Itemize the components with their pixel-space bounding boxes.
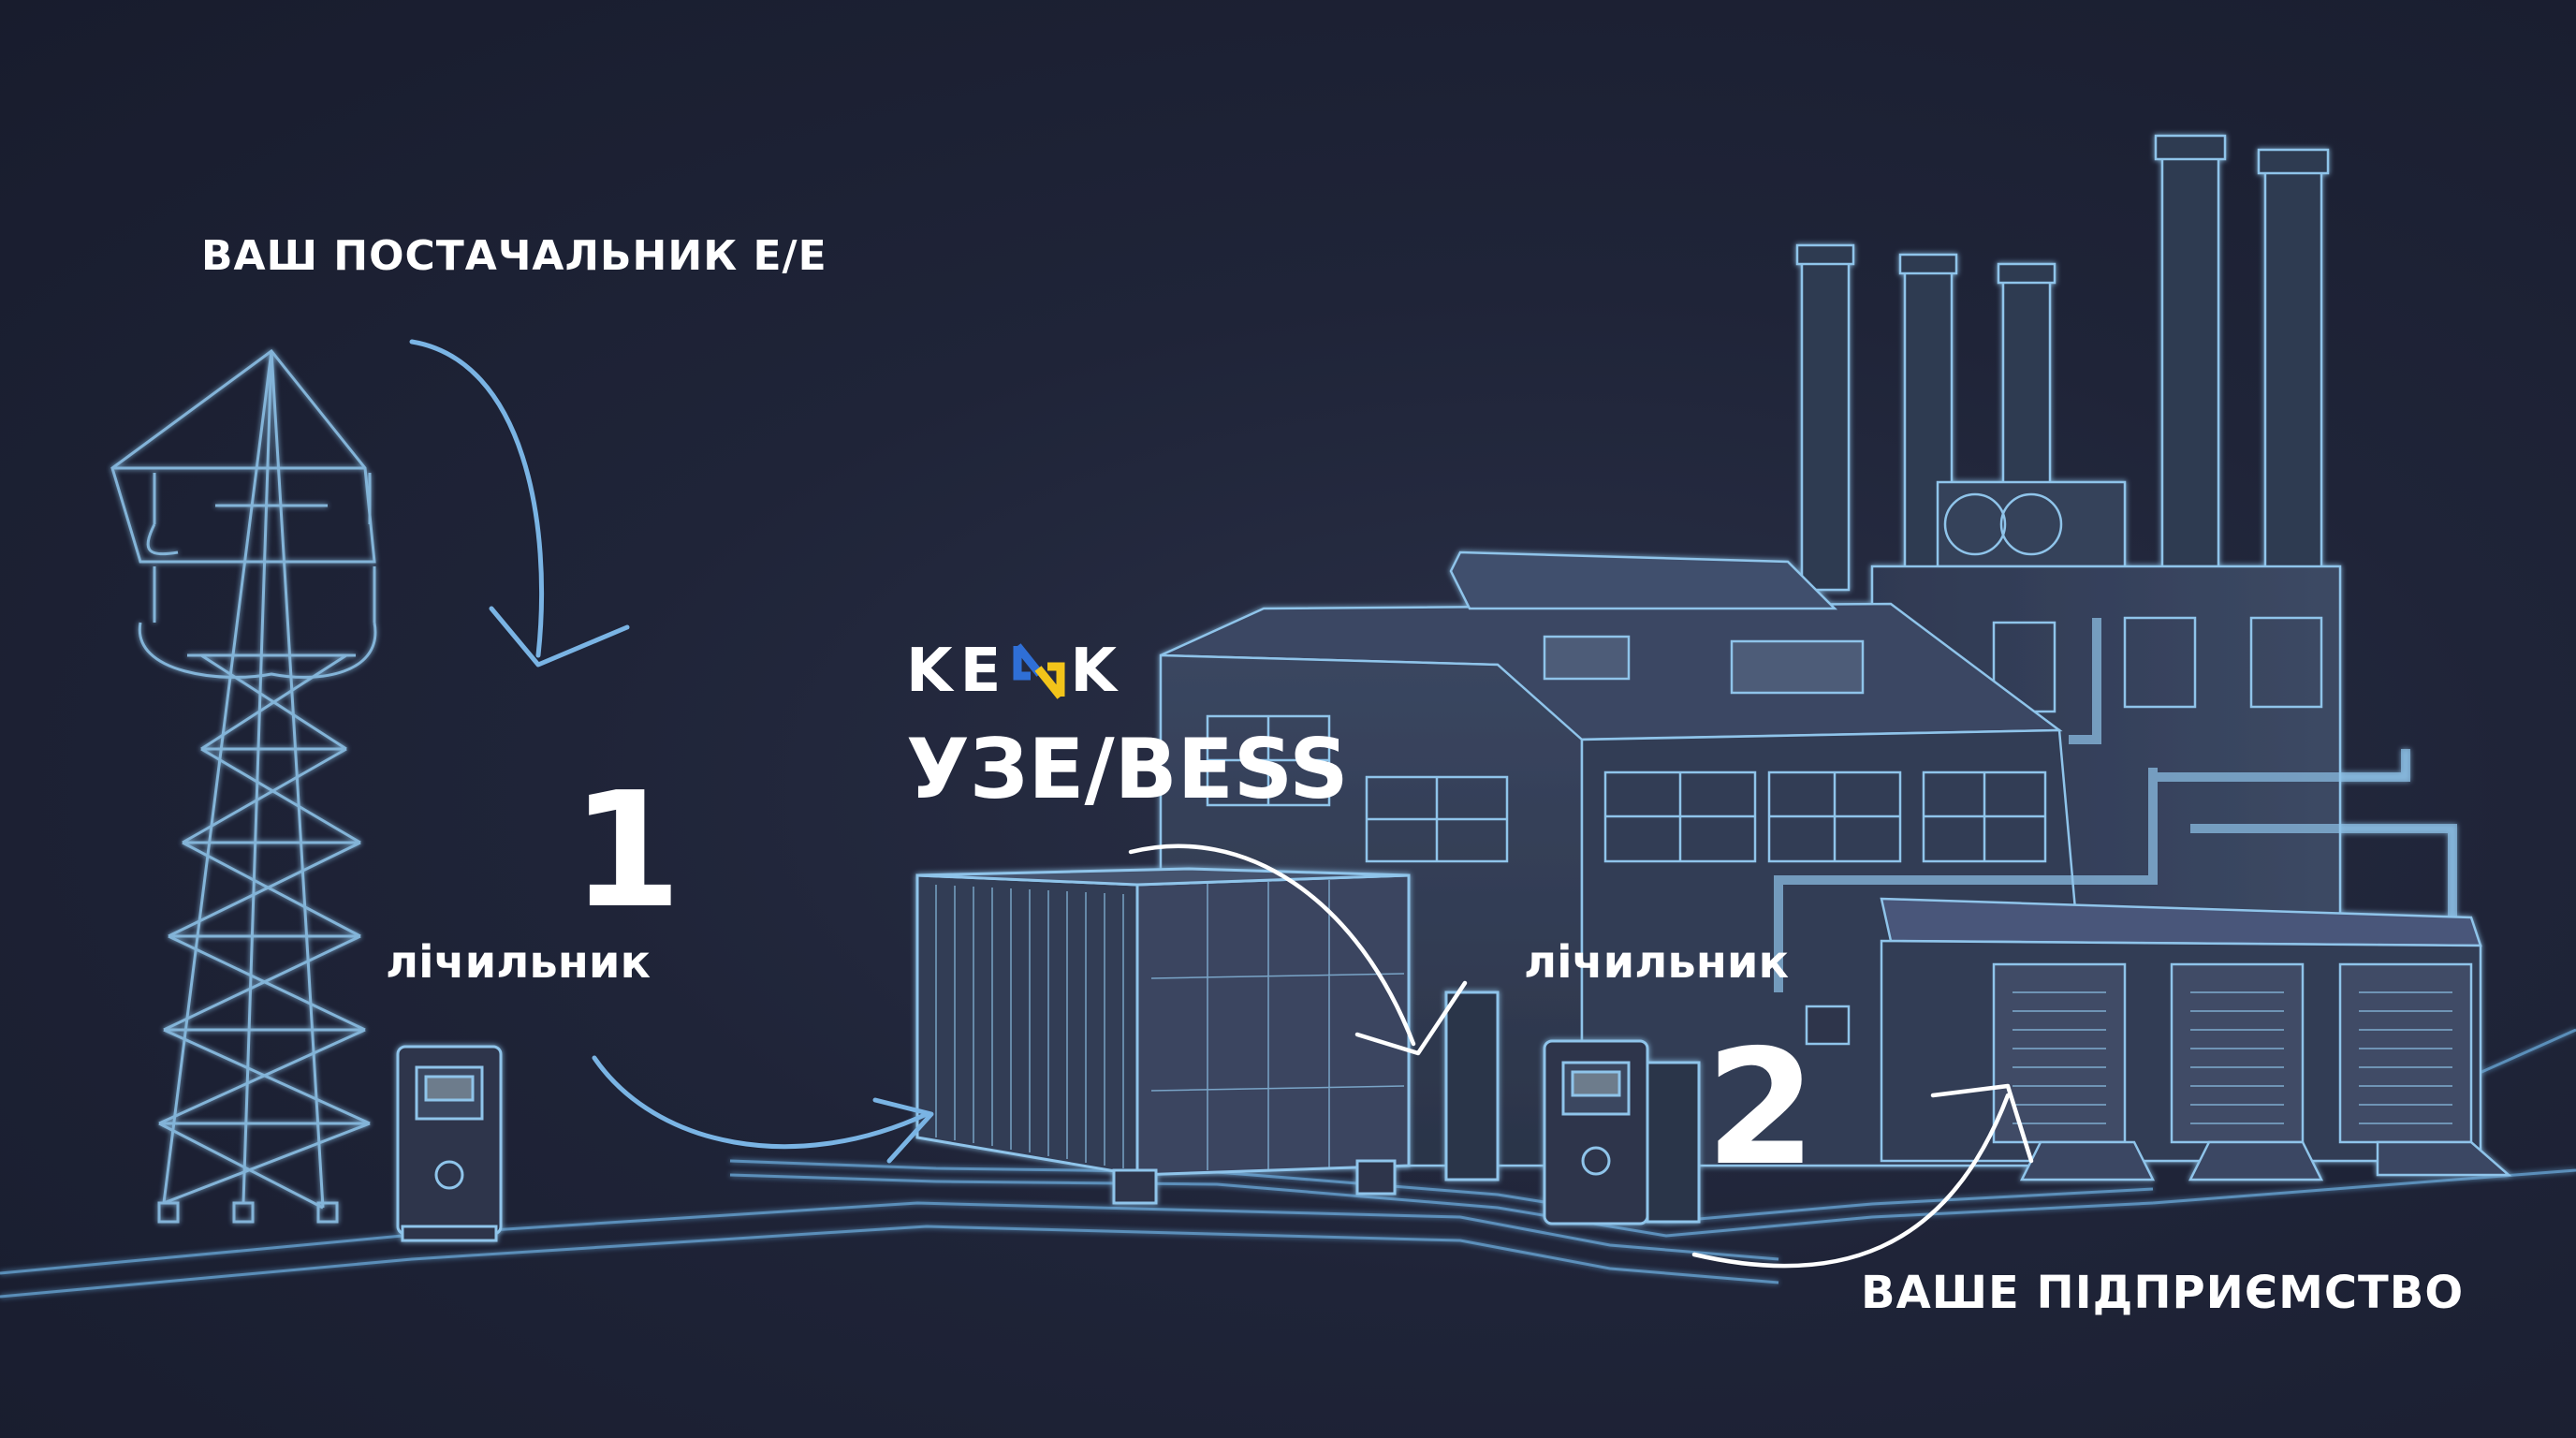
arrow-bess-to-meter2 bbox=[1128, 844, 1468, 1056]
meter-2-label: лічильник bbox=[1524, 936, 1790, 989]
logo-text-right: K bbox=[1070, 637, 1124, 706]
garage-doors bbox=[1992, 962, 2473, 1144]
transmission-tower bbox=[110, 348, 377, 1224]
supplier-label: ВАШ ПОСТАЧАЛЬНИК Е/Е bbox=[201, 232, 827, 280]
arrow-meter2-to-enterprise bbox=[1691, 1083, 2034, 1269]
flow-arrows bbox=[409, 339, 2034, 1269]
logo-text-left: KE bbox=[906, 637, 1009, 706]
arrow-supplier-to-meter1 bbox=[409, 339, 630, 668]
meter-1-cabinet bbox=[396, 1045, 503, 1242]
arrow-meter1-to-bess bbox=[592, 1055, 934, 1164]
factory-building bbox=[1159, 134, 2512, 1181]
meter-2-cabinet bbox=[1444, 990, 1701, 1225]
bess-container bbox=[915, 867, 1411, 1205]
ground-cables bbox=[0, 1028, 2576, 1299]
kenk-logo: KE K bbox=[906, 637, 1124, 706]
bess-label: УЗЕ/BESS bbox=[906, 721, 1349, 817]
chimneys bbox=[1795, 134, 2330, 592]
meter-1-label: лічильник bbox=[386, 936, 651, 989]
logo-mark-icon bbox=[1013, 643, 1065, 699]
meter-2-number: 2 bbox=[1705, 1016, 1817, 1201]
meter-1-number: 1 bbox=[571, 758, 682, 944]
fan-units bbox=[1936, 480, 2127, 568]
enterprise-label: ВАШЕ ПІДПРИЄМСТВО bbox=[1861, 1267, 2465, 1319]
